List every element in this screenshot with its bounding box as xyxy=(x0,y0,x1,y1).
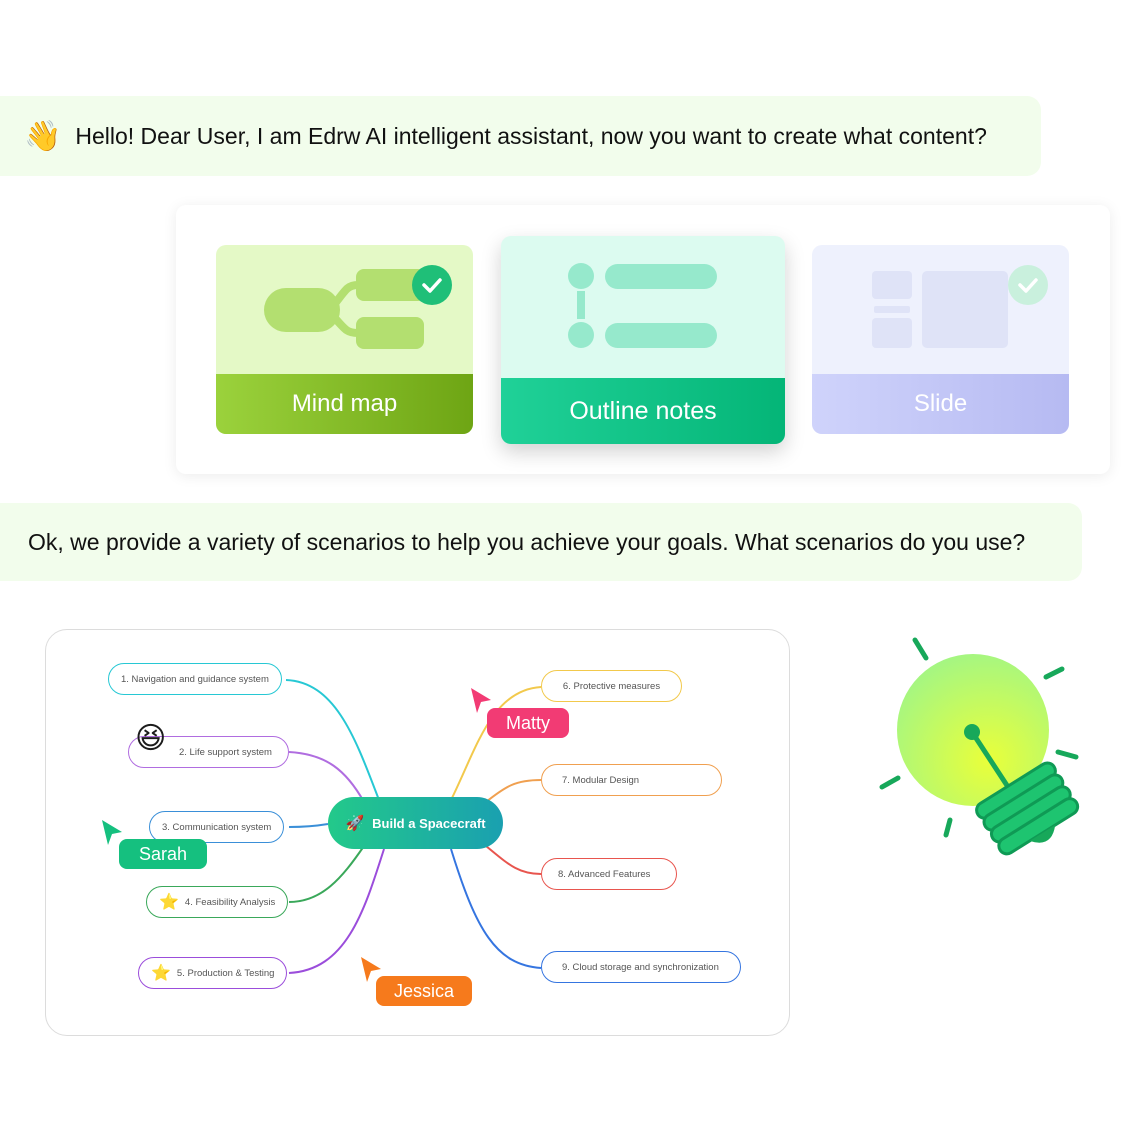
content-type-panel: Mind map Outline notes Slide xyxy=(176,205,1110,474)
topic-label: 9. Cloud storage and synchronization xyxy=(562,961,719,973)
topic-node[interactable]: 7. Modular Design xyxy=(541,764,722,796)
outline-notes-option-card[interactable]: Outline notes xyxy=(501,236,785,444)
topic-label: 6. Protective measures xyxy=(562,680,661,692)
collaborator-tag: Matty xyxy=(487,708,569,738)
mindmap-branches xyxy=(285,679,542,974)
collaborator-tag: Sarah xyxy=(119,839,207,869)
topic-label: 4. Feasibility Analysis xyxy=(184,896,276,908)
topic-node[interactable]: 6. Protective measures xyxy=(541,670,682,702)
greeting-text: Hello! Dear User, I am Edrw AI intellige… xyxy=(75,122,987,149)
topic-label: 8. Advanced Features xyxy=(558,868,651,880)
waving-hand-icon: 👋 xyxy=(24,119,62,153)
topic-label: 7. Modular Design xyxy=(562,774,640,786)
topic-node[interactable]: 1. Navigation and guidance system xyxy=(108,663,282,695)
topic-label: 1. Navigation and guidance system xyxy=(121,673,269,685)
rocket-icon: 🚀 xyxy=(345,815,365,832)
outline-illustration-icon xyxy=(568,263,717,348)
star-icon: ⭐ xyxy=(159,894,179,911)
topic-node[interactable]: ⭐ 5. Production & Testing xyxy=(138,957,288,989)
topic-node[interactable]: ⭐ 4. Feasibility Analysis xyxy=(146,886,289,918)
cursor-arrow-icon xyxy=(102,820,122,845)
outline-notes-label: Outline notes xyxy=(501,378,785,444)
mind-map-illustration-icon xyxy=(264,269,426,349)
selected-check-icon xyxy=(1008,265,1048,305)
topic-node[interactable]: 9. Cloud storage and synchronization xyxy=(541,951,741,983)
mindmap-preview: 🚀 Build a Spacecraft 1. Navigation and g… xyxy=(45,629,790,1036)
lightbulb-icon xyxy=(879,637,1080,856)
central-topic-label: Build a Spacecraft xyxy=(372,815,486,831)
topic-node[interactable]: 3. Communication system xyxy=(149,811,285,843)
cursor-arrow-icon xyxy=(361,957,381,982)
cursor-arrow-icon xyxy=(471,688,491,713)
collaborator-tag: Jessica xyxy=(376,976,472,1006)
topic-node[interactable]: 2. Life support system xyxy=(128,736,289,768)
mind-map-option-card[interactable]: Mind map xyxy=(216,245,473,434)
reply-text: Ok, we provide a variety of scenarios to… xyxy=(28,528,1026,555)
slide-illustration-icon xyxy=(872,271,1008,348)
topic-label: 3. Communication system xyxy=(162,821,272,833)
slide-option-card[interactable]: Slide xyxy=(812,245,1069,434)
selected-check-icon xyxy=(412,265,452,305)
topic-label: 2. Life support system xyxy=(179,746,272,758)
assistant-greeting-bubble: 👋 Hello! Dear User, I am Edrw AI intelli… xyxy=(0,96,1041,176)
assistant-reply-bubble: Ok, we provide a variety of scenarios to… xyxy=(0,503,1082,581)
central-topic[interactable]: 🚀 Build a Spacecraft xyxy=(328,797,503,849)
laughing-face-icon: 😆 xyxy=(135,722,167,755)
slide-label: Slide xyxy=(812,374,1069,434)
topic-label: 5. Production & Testing xyxy=(176,967,275,979)
mind-map-label: Mind map xyxy=(216,374,473,434)
star-icon: ⭐ xyxy=(151,965,171,982)
topic-node[interactable]: 8. Advanced Features xyxy=(541,858,677,890)
